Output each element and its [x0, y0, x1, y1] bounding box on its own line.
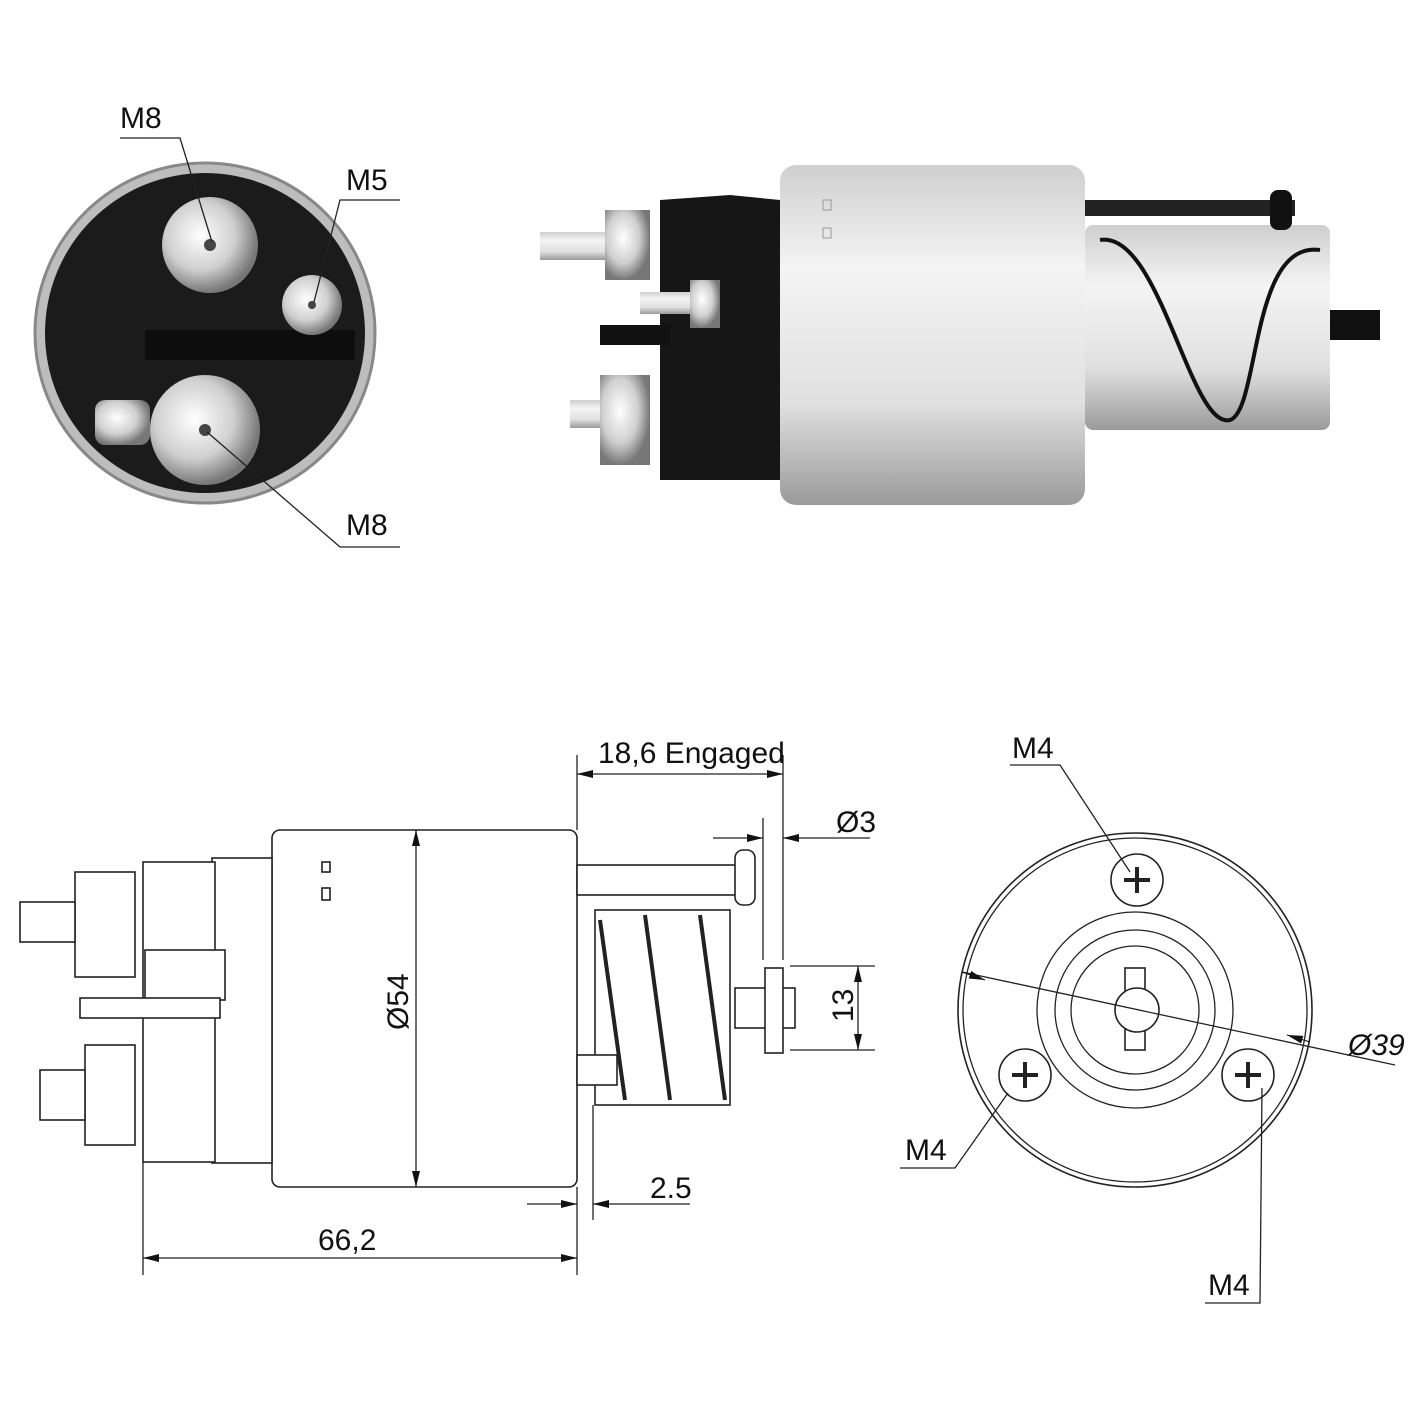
label-m4-left: M4 — [905, 1134, 947, 1167]
screw-left — [998, 1048, 1052, 1102]
label-m4-top: M4 — [1012, 732, 1054, 765]
dim-pin-diameter: Ø3 — [836, 806, 876, 839]
label-m5: M5 — [346, 164, 388, 197]
label-m4-right: M4 — [1208, 1269, 1250, 1302]
dim-body-length: 66,2 — [318, 1224, 376, 1257]
end-drawing — [900, 764, 1396, 1304]
dim-engaged-stroke: 18,6 Engaged — [598, 737, 785, 770]
screw-top — [1110, 853, 1164, 907]
screw-right — [1221, 1048, 1275, 1102]
label-m8-bottom: M8 — [346, 509, 388, 542]
dim-body-diameter: Ø54 — [382, 973, 415, 1030]
dim-plunger-height: 13 — [827, 989, 860, 1022]
side-view-photo — [540, 165, 1380, 505]
side-drawing — [19, 755, 875, 1275]
front-view-photo — [33, 137, 400, 548]
label-m8-top: M8 — [120, 102, 162, 135]
dim-flange-gap: 2.5 — [650, 1172, 692, 1205]
dim-bolt-circle: Ø39 — [1347, 1029, 1405, 1062]
